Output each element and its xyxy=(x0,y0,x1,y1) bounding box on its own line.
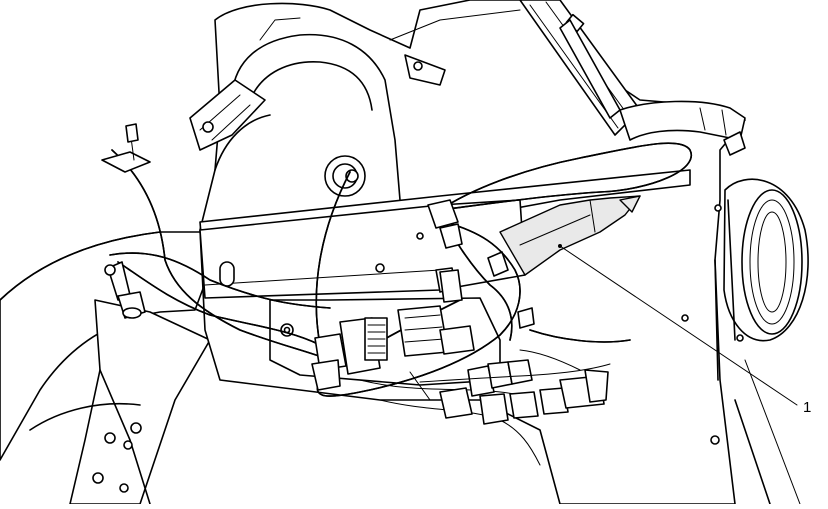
connector-icon xyxy=(439,387,473,419)
sensor-port xyxy=(324,155,366,197)
bolt-icon xyxy=(123,440,133,450)
callout-1-leader xyxy=(558,244,798,406)
bolt-icon xyxy=(119,483,129,493)
bolt-icon xyxy=(681,314,689,322)
component-1-body xyxy=(499,195,641,276)
bolt-icon xyxy=(104,264,116,276)
stud-icon xyxy=(202,121,214,133)
leader-dot-icon xyxy=(558,244,562,248)
lower-right-bracket xyxy=(714,259,801,505)
bolt-icon xyxy=(710,435,720,445)
bolt-icon xyxy=(736,334,744,342)
round-flange xyxy=(681,178,809,445)
connector-icon xyxy=(479,393,509,425)
callout-label-1: 1 xyxy=(803,399,812,416)
connector-icon xyxy=(539,387,569,415)
connector-cluster xyxy=(311,269,611,425)
bolt-icon xyxy=(375,263,385,273)
bolt-icon xyxy=(130,422,142,434)
left-fittings xyxy=(101,123,151,319)
bolt-icon xyxy=(104,432,116,444)
connector-icon xyxy=(467,365,495,397)
bolt-icon xyxy=(413,61,423,71)
bolt-icon xyxy=(416,232,424,240)
bolt-icon xyxy=(92,472,104,484)
bolt-icon xyxy=(714,204,722,212)
slot-icon xyxy=(219,261,235,287)
